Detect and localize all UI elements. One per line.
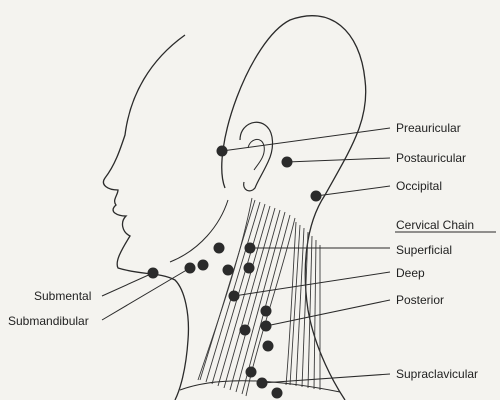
label-occipital: Occipital bbox=[396, 179, 442, 193]
label-superficial: Superficial bbox=[396, 243, 452, 257]
face-profile bbox=[103, 35, 188, 400]
ear-outline bbox=[240, 122, 273, 191]
node-submandibular-1 bbox=[185, 263, 196, 274]
node-deep-1 bbox=[223, 265, 234, 276]
node-superficial-3 bbox=[244, 263, 255, 274]
lymph-nodes bbox=[148, 146, 322, 399]
node-deep-2 bbox=[229, 291, 240, 302]
leader-submental bbox=[102, 273, 153, 296]
node-deep-3 bbox=[240, 325, 251, 336]
label-preauricular: Preauricular bbox=[396, 121, 461, 135]
node-superficial-2 bbox=[245, 243, 256, 254]
label-submental: Submental bbox=[34, 289, 91, 303]
node-superficial-1 bbox=[214, 243, 225, 254]
leader-postauricular bbox=[287, 158, 390, 162]
label-cervical-chain: Cervical Chain bbox=[396, 218, 474, 232]
node-supraclavicular-1 bbox=[246, 367, 257, 378]
label-posterior: Posterior bbox=[396, 293, 444, 307]
node-submental bbox=[148, 268, 159, 279]
leader-preauricular bbox=[222, 128, 390, 151]
leader-posterior bbox=[266, 300, 390, 326]
label-supraclavicular: Supraclavicular bbox=[396, 367, 478, 381]
leader-deep bbox=[234, 272, 390, 296]
leader-supraclavicular bbox=[262, 374, 390, 383]
trapezius-muscle bbox=[286, 222, 320, 390]
ear-inner bbox=[248, 139, 264, 170]
node-supraclavicular-2 bbox=[257, 378, 268, 389]
node-submandibular-2 bbox=[198, 260, 209, 271]
label-deep: Deep bbox=[396, 266, 425, 280]
node-posterior-2 bbox=[261, 321, 272, 332]
node-posterior-1 bbox=[261, 306, 272, 317]
node-postauricular bbox=[282, 157, 293, 168]
node-supraclavicular-3 bbox=[272, 388, 283, 399]
node-occipital bbox=[311, 191, 322, 202]
label-postauricular: Postauricular bbox=[396, 151, 466, 165]
label-submandibular: Submandibular bbox=[8, 314, 89, 328]
node-preauricular bbox=[217, 146, 228, 157]
sternocleidomastoid-muscle bbox=[198, 198, 295, 396]
node-posterior-3 bbox=[263, 341, 274, 352]
